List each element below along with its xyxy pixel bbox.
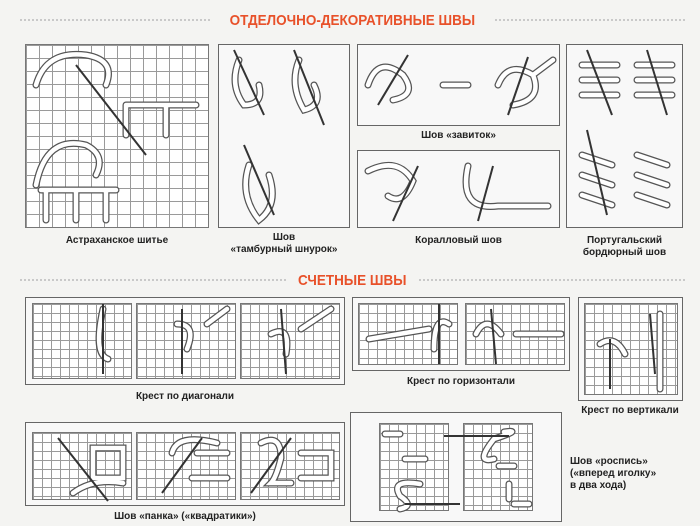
cross-horizontal-illustration	[352, 297, 570, 371]
section-title: ОТДЕЛОЧНО-ДЕКОРАТИВНЫЕ ШВЫ	[229, 11, 476, 29]
section-header-counted: СЧЕТНЫЕ ШВЫ	[20, 271, 686, 289]
tambour-illustration	[218, 44, 350, 228]
cross-diagonal-illustration	[25, 297, 345, 385]
caption-astrakhan: Астраханское шитье	[65, 235, 169, 246]
caption-cross-vertical: Крест по вертикали	[581, 405, 679, 416]
caption-cross-diagonal: Крест по диагонали	[135, 391, 235, 402]
rospis-illustration	[350, 412, 562, 522]
caption-cross-horizontal: Крест по горизонтали	[406, 376, 516, 387]
curl-illustration	[357, 44, 560, 126]
caption-rospis: Шов «роспись»(«вперед иголку»в два хода)	[570, 456, 657, 491]
cross-vertical-illustration	[578, 297, 683, 401]
astrakhan-illustration	[25, 44, 209, 228]
portuguese-illustration	[566, 44, 683, 228]
caption-tambour: Шов«тамбурный шнурок»	[230, 232, 338, 255]
section-title: СЧЕТНЫЕ ШВЫ	[298, 271, 407, 289]
coral-illustration	[357, 150, 560, 228]
caption-curl: Шов «завиток»	[421, 130, 496, 141]
caption-coral: Коралловый шов	[415, 235, 502, 246]
caption-panka: Шов «панка» («квадратики»)	[114, 511, 256, 522]
panka-illustration	[25, 422, 345, 506]
section-header-decorative: ОТДЕЛОЧНО-ДЕКОРАТИВНЫЕ ШВЫ	[20, 11, 685, 29]
